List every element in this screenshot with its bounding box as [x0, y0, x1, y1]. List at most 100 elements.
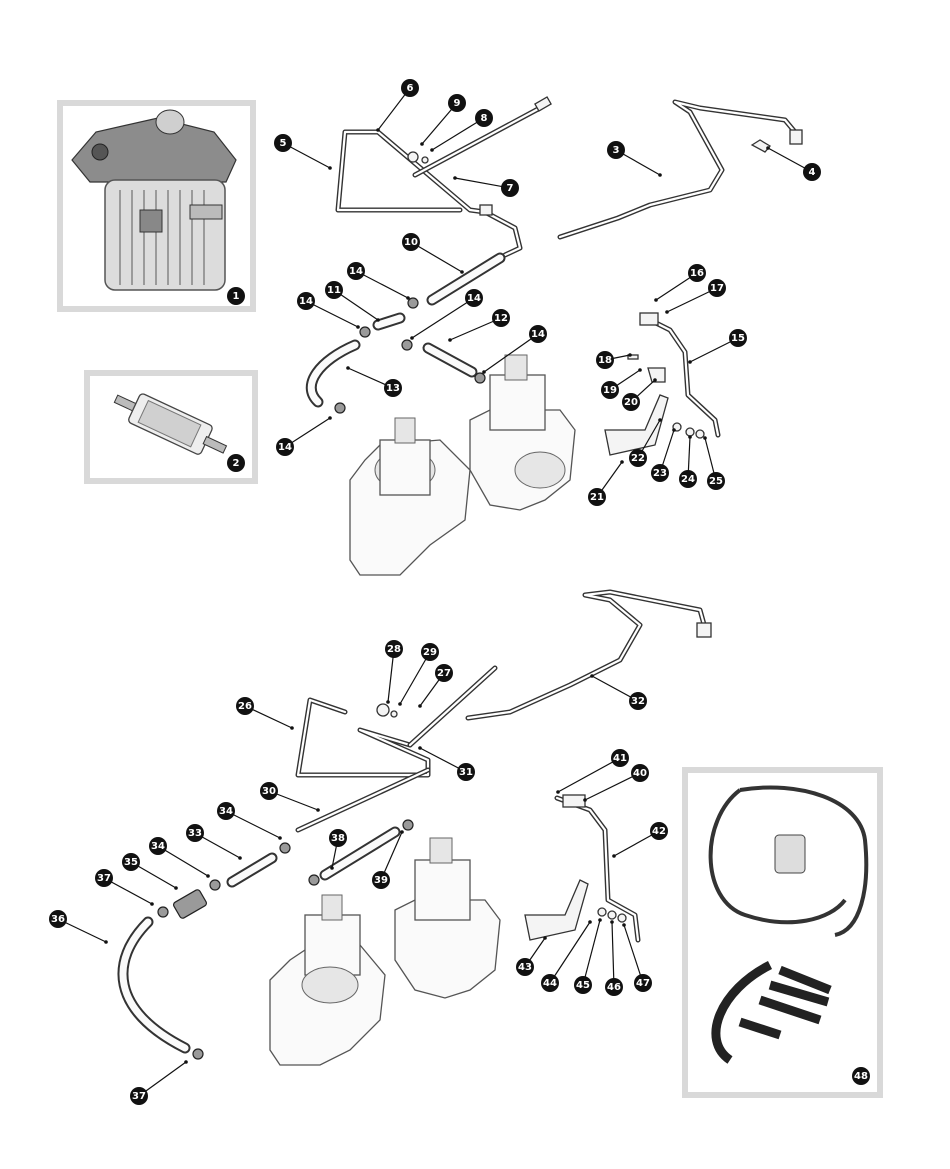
callout-21: 21: [588, 488, 606, 506]
callout-badge: [651, 464, 669, 482]
callout-badge: [227, 454, 245, 472]
leader-tip-22: [658, 418, 662, 422]
callout-number: 37: [97, 873, 111, 884]
callout-29: 29: [421, 643, 439, 661]
callout-number: 43: [518, 962, 532, 973]
callout-13: 13: [384, 379, 402, 397]
callout-badge: [629, 449, 647, 467]
callout-number: 34: [219, 806, 233, 817]
callout-14d: 14: [529, 325, 547, 343]
callout-number: 20: [624, 397, 638, 408]
callout-number: 25: [709, 476, 723, 487]
callout-4: 4: [803, 163, 821, 181]
callout-badge: [516, 958, 534, 976]
leader-tip-37b: [184, 1060, 188, 1064]
callout-badge: [688, 264, 706, 282]
leader-line-29: [399, 651, 431, 705]
leader-tip-5: [328, 166, 332, 170]
callout-30: 30: [260, 782, 278, 800]
callout-number: 32: [631, 696, 645, 707]
leader-tip-30: [316, 808, 320, 812]
callout-badge: [276, 438, 294, 456]
callout-number: 4: [809, 167, 816, 178]
callout-number: 44: [543, 978, 557, 989]
callout-badge: [401, 79, 419, 97]
leader-tip-24: [688, 435, 692, 439]
callout-number: 21: [590, 492, 604, 503]
callout-number: 30: [262, 786, 276, 797]
callout-number: 3: [613, 145, 620, 156]
callout-number: 14: [299, 296, 313, 307]
leader-line-40: [584, 772, 641, 801]
leader-tip-33: [238, 856, 242, 860]
callout-18: 18: [596, 351, 614, 369]
callout-7: 7: [501, 179, 519, 197]
callout-9: 9: [448, 94, 466, 112]
callout-14b: 14: [297, 292, 315, 310]
leader-line-34b: [157, 845, 209, 877]
callout-2: 2: [227, 454, 245, 472]
callout-41: 41: [611, 749, 629, 767]
callout-14a: 14: [347, 262, 365, 280]
callout-number: 14: [278, 442, 292, 453]
callout-badge: [631, 764, 649, 782]
leader-line-17: [666, 287, 718, 313]
leader-tip-36: [104, 940, 108, 944]
callout-19: 19: [601, 381, 619, 399]
inline-fuel-filter-photo: [84, 370, 258, 484]
leader-tip-28: [386, 700, 390, 704]
hose-kit-photo: [682, 767, 883, 1098]
callout-26: 26: [236, 697, 254, 715]
leader-tip-34a: [278, 836, 282, 840]
callout-37a: 37: [95, 869, 113, 887]
callout-number: 33: [188, 828, 202, 839]
callout-badge: [457, 763, 475, 781]
leader-line-14d: [483, 333, 539, 373]
leader-tip-17: [665, 310, 669, 314]
callout-badge: [217, 802, 235, 820]
callout-number: 13: [386, 383, 400, 394]
callout-number: 15: [731, 333, 745, 344]
callout-number: 14: [349, 266, 363, 277]
callout-35: 35: [122, 853, 140, 871]
callout-37b: 37: [130, 1087, 148, 1105]
callout-number: 36: [51, 914, 65, 925]
leader-tip-37a: [150, 902, 154, 906]
callout-43: 43: [516, 958, 534, 976]
leader-line-45: [582, 919, 601, 986]
callout-number: 31: [459, 767, 473, 778]
leader-tip-18: [628, 353, 632, 357]
callout-number: 19: [603, 385, 617, 396]
callout-number: 17: [710, 283, 724, 294]
callout-badge: [49, 910, 67, 928]
callout-badge: [122, 853, 140, 871]
leader-tip-34b: [206, 874, 210, 878]
callout-31: 31: [457, 763, 475, 781]
leader-tip-19: [638, 368, 642, 372]
callout-36: 36: [49, 910, 67, 928]
callout-8: 8: [475, 109, 493, 127]
callout-number: 23: [653, 468, 667, 479]
callout-number: 11: [327, 285, 341, 296]
callout-11: 11: [325, 281, 343, 299]
callout-number: 1: [233, 291, 240, 302]
callout-number: 7: [507, 183, 514, 194]
leader-tip-41: [556, 790, 560, 794]
leader-tip-16: [654, 298, 658, 302]
callout-number: 2: [233, 458, 240, 469]
callout-badge: [260, 782, 278, 800]
callout-14e: 14: [276, 438, 294, 456]
leader-tip-47: [622, 923, 626, 927]
leader-line-8: [431, 117, 485, 151]
lower-carburettors: [269, 837, 501, 1066]
leader-tip-32: [590, 674, 594, 678]
callout-number: 6: [407, 83, 414, 94]
leader-tip-39: [400, 830, 404, 834]
callout-number: 8: [481, 113, 488, 124]
callout-badge: [501, 179, 519, 197]
callout-number: 26: [238, 701, 252, 712]
leader-tip-13: [346, 366, 350, 370]
callout-badge: [607, 141, 625, 159]
callout-badge: [95, 869, 113, 887]
